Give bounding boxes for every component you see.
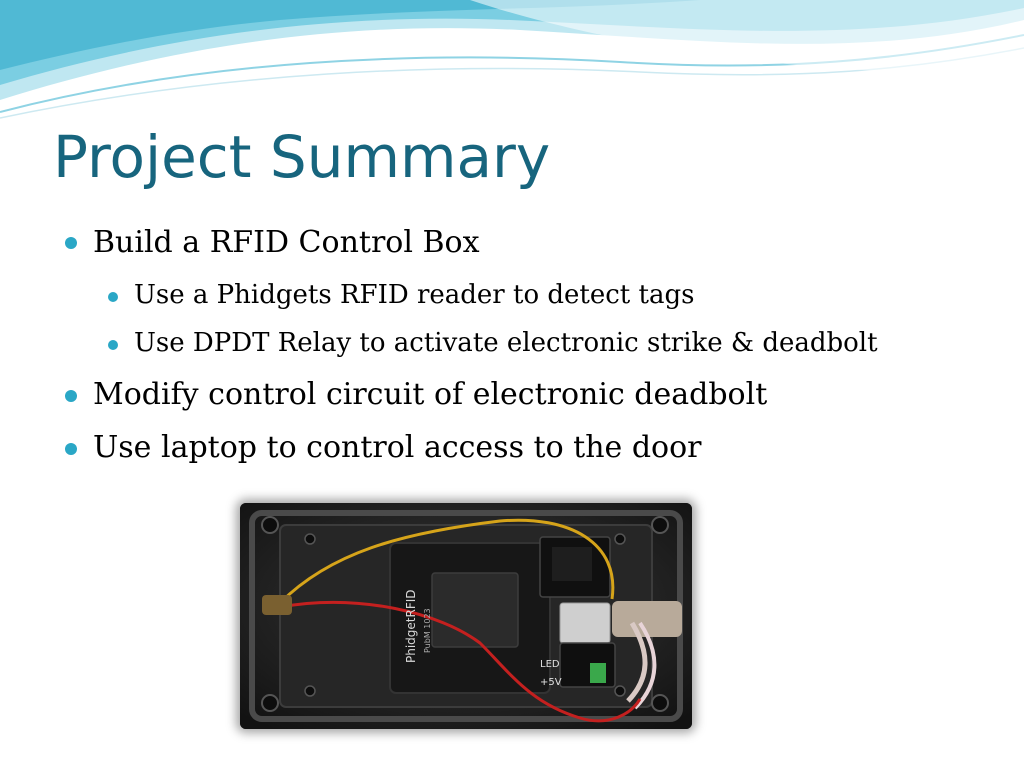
slide-title: Project Summary <box>53 123 551 191</box>
bullet-dot-icon <box>65 390 77 402</box>
board-label: PhidgetRFID <box>404 589 418 663</box>
rfid-box-illustration: PhidgetRFID PubM 1023 LED +5V <box>240 503 692 729</box>
bullet-item: Use laptop to control access to the door <box>93 430 702 465</box>
bullet-dot-icon <box>108 292 118 302</box>
power-label: +5V <box>540 677 562 688</box>
bullet-dot-icon <box>108 340 118 350</box>
bullet-dot-icon <box>65 237 77 249</box>
header-wave-decoration <box>0 0 1024 119</box>
bullet-item: Build a RFID Control Box <box>93 225 480 260</box>
bullet-item: Modify control circuit of electronic dea… <box>93 377 768 412</box>
bullet-subitem: Use a Phidgets RFID reader to detect tag… <box>134 280 695 310</box>
bullet-dot-icon <box>65 443 77 455</box>
rfid-box-photo: PhidgetRFID PubM 1023 LED +5V <box>240 503 692 729</box>
board-sublabel: PubM 1023 <box>423 608 432 653</box>
bullet-subitem: Use DPDT Relay to activate electronic st… <box>134 328 878 358</box>
led-label: LED <box>540 659 560 670</box>
